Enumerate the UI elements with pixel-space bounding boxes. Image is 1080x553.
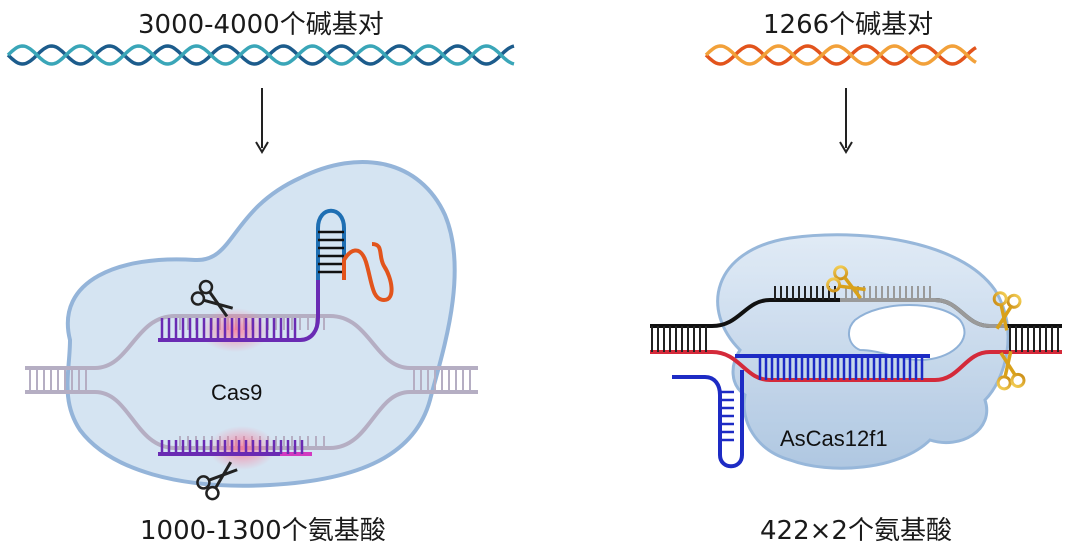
ascas12f1-protein-shape bbox=[716, 233, 1010, 470]
right-down-arrow-icon bbox=[839, 88, 853, 154]
ascas12f1-label: AsCas12f1 bbox=[780, 426, 888, 451]
ascas12f1-guide-rna bbox=[672, 354, 930, 469]
cas9-label: Cas9 bbox=[211, 380, 262, 405]
cas9-scissors-top-icon bbox=[190, 279, 234, 318]
left-gene-length-label: 3000-4000个碱基对 bbox=[138, 10, 384, 40]
right-dna-helix-icon bbox=[704, 44, 977, 66]
left-down-arrow-icon bbox=[255, 88, 269, 154]
right-gene-length-label: 1266个碱基对 bbox=[763, 10, 934, 40]
ascas12f1-scissors-top-icon bbox=[826, 265, 866, 300]
left-dna-helix-icon bbox=[6, 44, 515, 66]
left-protein-size-label: 1000-1300个氨基酸 bbox=[140, 516, 386, 546]
cas9-scissors-bottom-icon bbox=[196, 461, 238, 501]
ascas12f1-target-dna bbox=[650, 286, 1062, 382]
right-protein-size-label: 422×2个氨基酸 bbox=[760, 516, 952, 546]
ascas12f1-scissors-right-top-icon bbox=[992, 291, 1022, 331]
cas9-guide-rna bbox=[158, 208, 394, 470]
ascas12f1-scissors-right-bottom-icon bbox=[996, 350, 1026, 391]
